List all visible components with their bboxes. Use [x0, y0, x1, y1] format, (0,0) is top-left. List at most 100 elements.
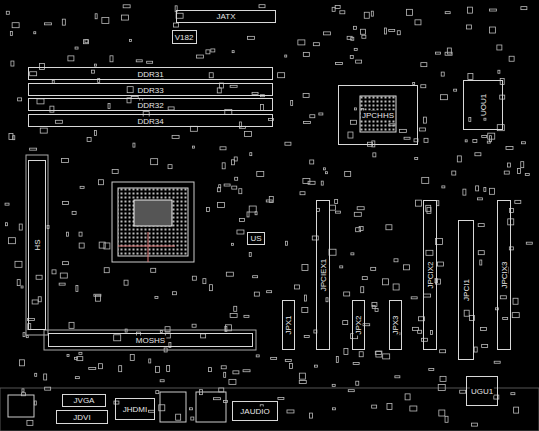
smd-component: [229, 379, 236, 384]
smd-component: [114, 335, 121, 341]
board-part: JDVI: [56, 410, 108, 424]
part-label: JPCIEX1: [319, 258, 328, 292]
part-label: JAUDIO: [239, 407, 270, 416]
smd-component: [125, 329, 127, 332]
smd-component: [326, 298, 328, 302]
smd-component: [359, 227, 363, 231]
smd-component: [361, 287, 364, 293]
smd-component: [421, 85, 426, 88]
smd-component: [224, 184, 230, 186]
part-label: JPX2: [354, 314, 363, 335]
ps2-port: [8, 395, 34, 417]
smd-component: [278, 398, 284, 400]
smd-component: [345, 172, 351, 177]
part-label: UGU1: [470, 387, 494, 396]
smd-component: [211, 49, 215, 52]
smd-component: [429, 368, 434, 370]
smd-component: [23, 333, 25, 337]
smd-component: [522, 142, 526, 144]
smd-component: [411, 297, 417, 299]
smd-component: [291, 101, 293, 106]
smd-component: [303, 93, 309, 97]
smd-component: [467, 7, 472, 13]
part-label: JPCIX3: [500, 260, 509, 289]
smd-component: [373, 153, 376, 157]
smd-component: [478, 224, 484, 227]
smd-component: [440, 350, 446, 353]
smd-component: [490, 188, 495, 194]
smd-component: [336, 356, 338, 362]
smd-component: [494, 395, 499, 399]
smd-component: [40, 128, 47, 133]
smd-component: [240, 219, 245, 222]
smd-component: [203, 279, 206, 284]
io-area: [0, 388, 539, 431]
smd-component: [149, 359, 151, 363]
board-part: HS: [28, 160, 46, 330]
smd-component: [213, 398, 220, 400]
smd-component: [383, 354, 390, 359]
smd-component: [243, 370, 250, 372]
smd-component: [315, 365, 318, 367]
part-label: UOU1: [479, 93, 488, 117]
smd-component: [94, 131, 96, 136]
smd-component: [481, 328, 487, 331]
smd-component: [44, 374, 47, 380]
smd-component: [354, 212, 361, 216]
smd-component: [232, 160, 235, 165]
smd-component: [412, 327, 418, 330]
smd-component: [209, 285, 212, 291]
smd-component: [190, 126, 197, 131]
smd-component: [5, 203, 9, 205]
smd-component: [286, 241, 288, 245]
smd-component: [190, 408, 193, 410]
smd-component: [325, 172, 327, 174]
smd-component: [526, 242, 532, 244]
smd-component: [517, 168, 520, 173]
board-part: JPCIX3: [497, 200, 511, 350]
board-part: JAUDIO: [232, 401, 278, 421]
smd-component: [176, 414, 181, 420]
smd-component: [395, 376, 400, 378]
board-part: UOU1: [463, 80, 503, 130]
smd-component: [269, 197, 273, 203]
smd-component: [60, 273, 67, 278]
smd-component: [85, 40, 88, 43]
smd-component: [348, 390, 354, 392]
smd-component: [478, 251, 484, 255]
smd-component: [295, 285, 300, 289]
smd-component: [206, 50, 210, 54]
smd-component: [217, 88, 221, 93]
part-label: JPCI1: [462, 278, 471, 302]
part-label: DDR34: [136, 116, 164, 125]
smd-component: [98, 78, 100, 82]
smd-component: [34, 401, 36, 405]
smd-component: [310, 115, 315, 118]
smd-component: [122, 15, 129, 20]
smd-component: [476, 186, 479, 191]
part-label: JATX: [216, 12, 237, 21]
smd-component: [465, 140, 467, 142]
smd-component: [464, 310, 469, 316]
smd-component: [474, 347, 477, 352]
part-label: JPX1: [284, 314, 293, 335]
smd-component: [423, 117, 426, 123]
smd-component: [324, 168, 326, 170]
smd-component: [252, 92, 258, 94]
smd-component: [245, 131, 252, 136]
smd-component: [422, 177, 429, 183]
smd-component: [271, 357, 277, 359]
smd-component: [454, 89, 457, 91]
smd-component: [95, 295, 100, 301]
smd-component: [250, 153, 252, 156]
smd-component: [164, 348, 167, 352]
smd-component: [69, 322, 74, 328]
part-label: JPCIX2: [426, 260, 435, 289]
smd-component: [62, 19, 65, 25]
smd-component: [482, 136, 487, 138]
smd-component: [239, 189, 242, 194]
smd-component: [304, 336, 309, 338]
smd-component: [22, 393, 26, 396]
smd-component: [351, 253, 354, 255]
